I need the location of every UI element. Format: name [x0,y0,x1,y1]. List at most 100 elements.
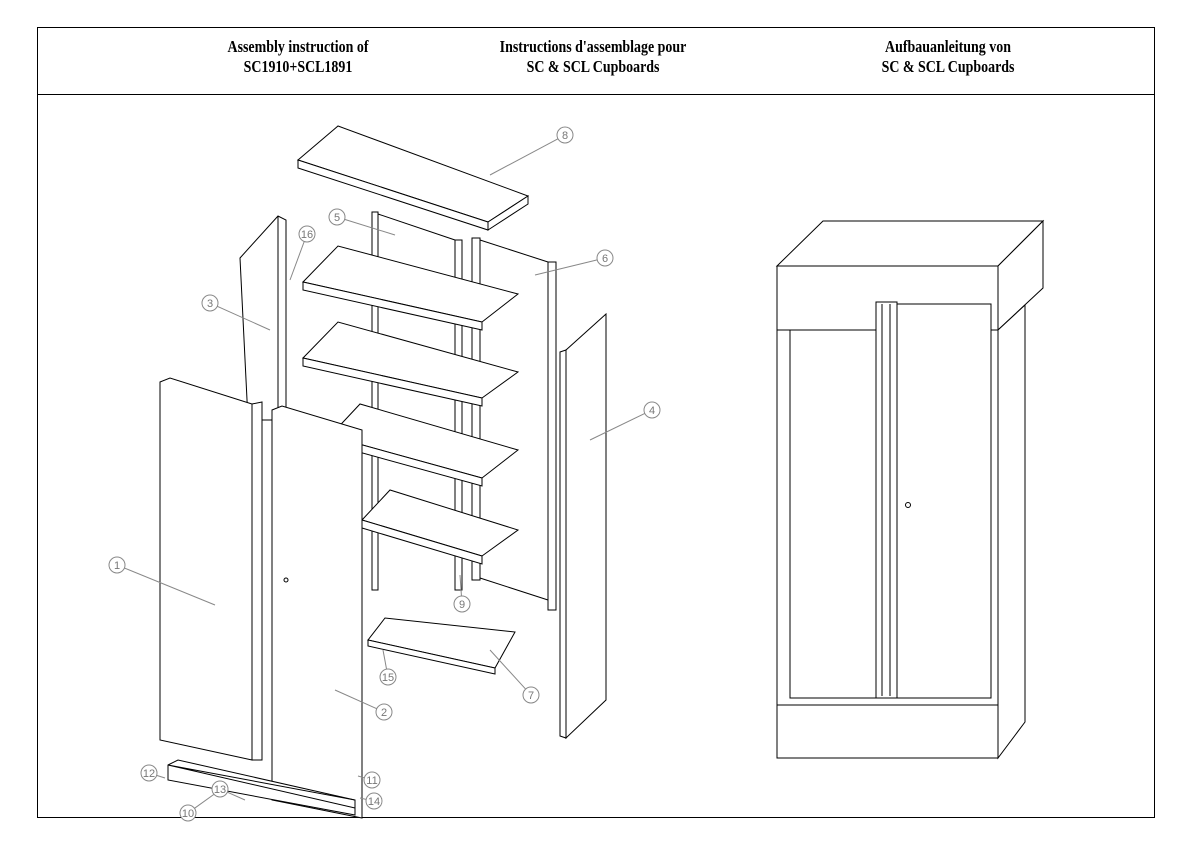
side-panel-3 [239,215,287,421]
callout-leader [217,305,271,331]
cabinet-top-side [997,219,1044,332]
callout-leader [589,413,646,441]
callout-number: 13 [214,784,226,796]
callout-4: 4 [589,401,661,441]
callout-6: 6 [534,249,614,276]
callout-leader [534,259,598,276]
callout-8: 8 [489,126,574,176]
cabinet-center-strip [875,301,898,699]
back-panel-6-right [547,261,557,611]
callout-11: 11 [357,771,381,789]
title-german: Aufbauanleitung von SC & SCL Cupboards [850,37,1047,77]
callout-circle [596,249,614,267]
exploded-view [159,125,607,819]
callout-5: 5 [328,208,396,236]
title-french: Instructions d'assemblage pour SC & SCL … [474,37,712,77]
callout-circle [522,686,540,704]
callout-9: 9 [453,574,471,613]
bottom-edge [367,639,496,675]
callout-number: 5 [334,212,340,224]
title-header: Assembly instruction of SC1910+SCL1891 I… [38,28,1154,95]
cabinet-left-door [789,329,877,699]
edge [377,213,456,241]
callout-number: 2 [381,707,387,719]
callout-1: 1 [108,556,216,606]
callout-2: 2 [334,689,393,721]
callout-circle [556,126,574,144]
callout-leader [382,649,388,670]
shelf-edge [302,281,483,331]
callout-12: 12 [140,764,166,782]
callout-circle [453,595,471,613]
callout-number: 3 [207,298,213,310]
cabinet-lock [905,502,911,508]
title-line: SC & SCL Cupboards [881,57,1015,76]
callout-number: 9 [459,599,465,611]
callout-circle [643,401,661,419]
callout-circle [211,780,229,798]
callout-leader [459,574,462,597]
callout-number: 8 [562,130,568,142]
callout-number: 14 [368,796,380,808]
edge [479,577,549,601]
callout-13: 13 [211,780,246,801]
document-frame: Assembly instruction of SC1910+SCL1891 I… [37,27,1155,818]
callout-circle [365,792,383,810]
title-line: SC1910+SCL1891 [243,57,353,76]
callout-leader [334,689,377,710]
callout-number: 7 [528,690,534,702]
edge [167,764,356,809]
door-lock [283,577,289,583]
shelves [302,245,520,565]
callout-number: 15 [382,672,394,684]
callout-circle [140,764,158,782]
callout-leader [344,218,396,236]
edge [559,349,567,739]
callout-number: 12 [143,768,155,780]
callout-number: 10 [182,808,194,820]
assembled-cabinet [775,219,1045,760]
edge [479,239,549,263]
callout-leader [489,649,526,690]
callout-number: 11 [366,775,377,787]
callout-number: 16 [301,229,313,241]
callout-number: 1 [114,560,120,572]
door-1 [159,377,253,761]
callout-number: 6 [602,253,608,265]
callout-number: 4 [649,405,655,417]
callout-circle [179,804,197,822]
edge [487,195,529,231]
title-english: Assembly instruction of SC1910+SCL1891 [208,37,388,77]
title-line: Instructions d'assemblage pour [499,37,687,56]
title-line: Aufbauanleitung von [885,37,1011,56]
side-panel-4 [565,312,607,740]
callout-leader [489,138,559,176]
callout-circle [328,208,346,226]
door-edge [251,401,263,761]
callout-circle [363,771,381,789]
callout-circle [201,294,219,312]
callout-leader [289,241,305,281]
shelf-edge [302,357,483,407]
callout-circle [379,668,397,686]
callout-circle [375,703,393,721]
title-line: SC & SCL Cupboards [526,57,660,76]
callout-14: 14 [359,792,383,810]
callout-16: 16 [289,225,316,281]
callout-leader [156,774,166,779]
callout-leader [227,791,246,801]
cabinet-side [997,303,1026,760]
callout-leader [359,797,367,800]
callout-3: 3 [201,294,271,331]
cabinet-right-door [896,303,992,699]
callout-leader [124,567,216,606]
title-line: Assembly instruction of [227,37,369,56]
cabinet-top [775,220,1045,267]
door-2 [271,405,363,819]
callout-10: 10 [179,789,221,822]
callout-leader [357,775,365,779]
callout-circle [108,556,126,574]
callout-7: 7 [489,649,540,704]
